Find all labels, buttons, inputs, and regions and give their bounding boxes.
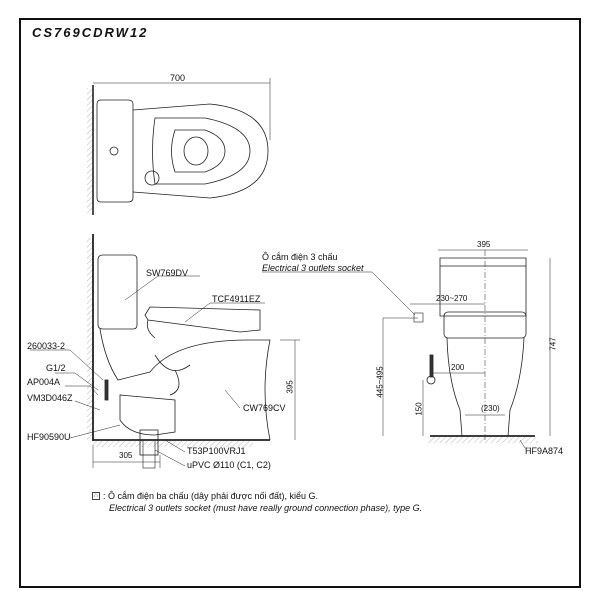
dim-bolt-spacing: (230): [481, 404, 500, 413]
socket-symbol: [413, 312, 424, 323]
dim-width-700: 700: [170, 73, 186, 83]
label-260033-2: 260033-2: [27, 341, 66, 351]
dim-height-747: 747: [548, 337, 558, 351]
note-vi: : Ô cắm điện ba chấu (dây phải được nối …: [103, 491, 319, 501]
label-g12: G1/2: [46, 363, 66, 373]
dim-width-395: 395: [477, 240, 491, 249]
label-tank: SW769DV: [146, 268, 189, 278]
dim-socket-height: 445~495: [375, 366, 385, 398]
dim-valve-offset: 200: [451, 363, 465, 372]
socket-note-icon: ∴: [92, 492, 100, 500]
dim-height-395: 395: [285, 380, 295, 394]
note-en: Electrical 3 outlets socket (must have r…: [109, 503, 423, 513]
socket-label-en: Electrical 3 outlets socket: [262, 263, 364, 273]
label-fixing: HF9A874: [525, 446, 564, 456]
dim-socket-offset: 230~270: [436, 294, 468, 303]
label-seat: TCF4911EZ: [212, 294, 261, 304]
model-title: CS769CDRW12: [32, 25, 149, 40]
dim-rough-in-305: 305: [119, 451, 133, 460]
side-view: [30, 234, 300, 469]
socket-label-vi: Ô cắm điện 3 chấu: [262, 252, 338, 262]
label-pipe: uPVC Ø110 (C1, C2): [187, 460, 271, 470]
front-view: [382, 249, 551, 449]
top-view: [87, 78, 271, 215]
label-flange: T53P100VRJ1: [187, 446, 246, 456]
label-vm3d046z: VM3D046Z: [27, 393, 73, 403]
label-bowl: CW769CV: [243, 403, 286, 413]
label-hf90590u: HF90590U: [27, 432, 71, 442]
dim-valve-height: 150: [414, 402, 424, 416]
socket-leader: [262, 271, 416, 316]
label-ap004a: AP004A: [27, 377, 61, 387]
drawing-frame: [19, 18, 581, 588]
